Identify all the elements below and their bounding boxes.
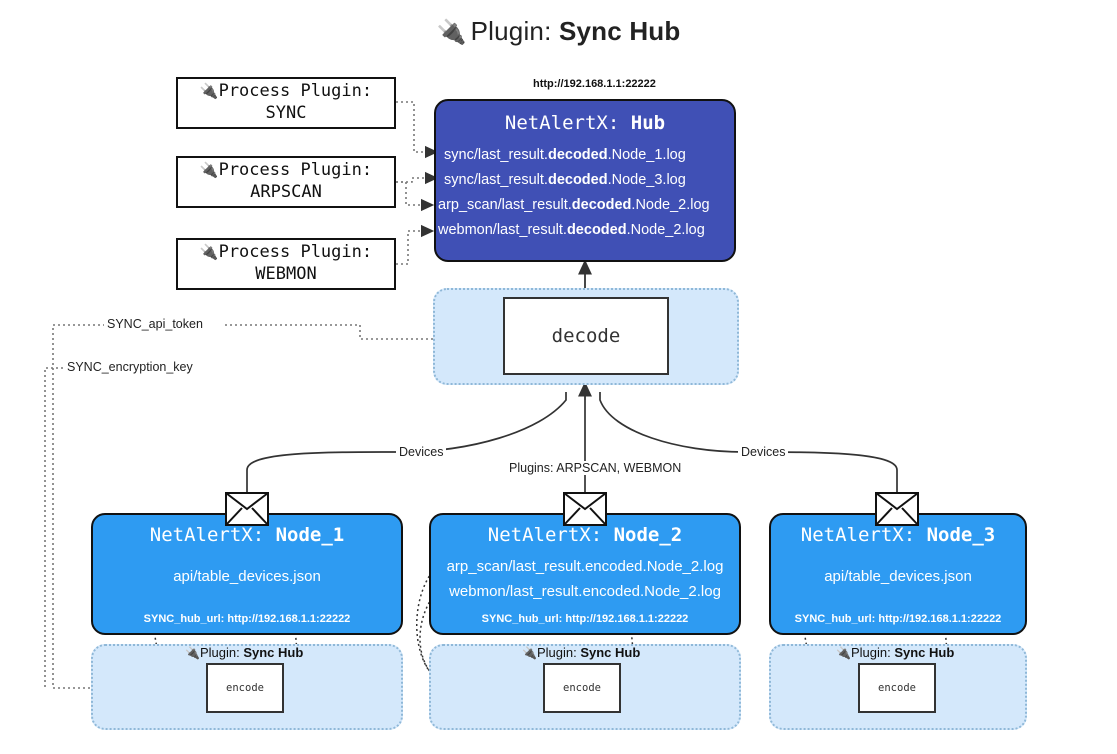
encoder-caption-name: Sync Hub xyxy=(580,645,641,660)
node-line: api/table_devices.json xyxy=(173,568,321,585)
node-3[interactable]: NetAlertX: Node_3 api/table_devices.json… xyxy=(769,513,1027,635)
encode-box-2[interactable]: encode xyxy=(543,663,621,713)
edge-label-devices-right: Devices xyxy=(738,445,789,459)
hub-title-prefix: NetAlertX: xyxy=(504,112,620,134)
hub-title-name: Hub xyxy=(630,112,666,134)
encoder-caption-3: 🔌Plugin: Sync Hub xyxy=(836,645,954,660)
plug-icon: 🔌 xyxy=(185,646,200,660)
hub-node[interactable]: NetAlertX: Hub sync/last_result.decoded.… xyxy=(434,99,736,262)
page-title: 🔌Plugin: Sync Hub xyxy=(0,16,1117,47)
plug-icon: 🔌 xyxy=(199,82,219,101)
hub-log-row: webmon/last_result.decoded.Node_2.log xyxy=(438,221,705,238)
node-2[interactable]: NetAlertX: Node_2 arp_scan/last_result.e… xyxy=(429,513,741,635)
setting-encryption-key-label: SYNC_encryption_key xyxy=(64,360,196,374)
node-footer: SYNC_hub_url: http://192.168.1.1:22222 xyxy=(794,613,1002,625)
envelope-icon xyxy=(225,492,269,526)
process-plugin-arpscan[interactable]: 🔌Process Plugin: ARPSCAN xyxy=(176,156,396,208)
node-line: arp_scan/last_result.encoded.Node_2.log xyxy=(446,558,724,575)
node-title-prefix: NetAlertX: xyxy=(487,524,603,546)
encoder-caption-1: 🔌Plugin: Sync Hub xyxy=(185,645,303,660)
node-footer: SYNC_hub_url: http://192.168.1.1:22222 xyxy=(143,613,351,625)
encode-box-1[interactable]: encode xyxy=(206,663,284,713)
encode-box-3[interactable]: encode xyxy=(858,663,936,713)
envelope-icon xyxy=(563,492,607,526)
process-plugin-sync[interactable]: 🔌Process Plugin: SYNC xyxy=(176,77,396,129)
plug-icon: 🔌 xyxy=(436,19,467,46)
process-plugin-label: Process Plugin: xyxy=(218,81,373,102)
process-plugin-name: SYNC xyxy=(265,103,307,123)
node-title-prefix: NetAlertX: xyxy=(800,524,916,546)
node-title: NetAlertX: Node_3 xyxy=(771,524,1025,546)
process-plugin-name: ARPSCAN xyxy=(250,182,322,202)
process-plugin-label: Process Plugin: xyxy=(218,160,373,181)
encoder-caption-prefix: Plugin: xyxy=(536,645,577,660)
plug-icon: 🔌 xyxy=(199,161,219,180)
node-line: api/table_devices.json xyxy=(824,568,972,585)
node-footer: SYNC_hub_url: http://192.168.1.1:22222 xyxy=(481,613,689,625)
encoder-caption-name: Sync Hub xyxy=(894,645,955,660)
hub-log-row: arp_scan/last_result.decoded.Node_2.log xyxy=(438,196,710,213)
encoder-container-2 xyxy=(429,644,741,730)
envelope-icon xyxy=(875,492,919,526)
hub-title: NetAlertX: Hub xyxy=(436,112,734,134)
setting-api-token-label: SYNC_api_token xyxy=(104,317,206,331)
node-title: NetAlertX: Node_2 xyxy=(431,524,739,546)
node-title-name: Node_1 xyxy=(275,524,345,546)
node-title-prefix: NetAlertX: xyxy=(149,524,265,546)
page-title-name: Sync Hub xyxy=(558,16,681,46)
encoder-caption-2: 🔌Plugin: Sync Hub xyxy=(522,645,640,660)
node-line: webmon/last_result.encoded.Node_2.log xyxy=(449,583,721,601)
hub-log-row: sync/last_result.decoded.Node_3.log xyxy=(444,171,686,188)
encoder-caption-prefix: Plugin: xyxy=(850,645,891,660)
process-plugin-webmon[interactable]: 🔌Process Plugin: WEBMON xyxy=(176,238,396,290)
plug-icon: 🔌 xyxy=(836,646,851,660)
process-plugin-name: WEBMON xyxy=(255,264,317,284)
node-1[interactable]: NetAlertX: Node_1 api/table_devices.json… xyxy=(91,513,403,635)
decode-box[interactable]: decode xyxy=(503,297,669,375)
node-title-name: Node_3 xyxy=(926,524,996,546)
plug-icon: 🔌 xyxy=(522,646,537,660)
process-plugin-label: Process Plugin: xyxy=(218,242,373,263)
page-title-prefix: Plugin: xyxy=(470,16,552,46)
hub-url-label: http://192.168.1.1:22222 xyxy=(533,78,656,90)
plug-icon: 🔌 xyxy=(199,243,219,262)
hub-log-list: sync/last_result.decoded.Node_1.log sync… xyxy=(436,143,734,243)
edge-label-plugins: Plugins: ARPSCAN, WEBMON xyxy=(506,461,685,475)
node-title: NetAlertX: Node_1 xyxy=(93,524,401,546)
edge-label-devices-left: Devices xyxy=(396,445,447,459)
encoder-caption-prefix: Plugin: xyxy=(199,645,240,660)
encoder-caption-name: Sync Hub xyxy=(243,645,304,660)
node-title-name: Node_2 xyxy=(613,524,683,546)
hub-log-row: sync/last_result.decoded.Node_1.log xyxy=(444,147,686,163)
